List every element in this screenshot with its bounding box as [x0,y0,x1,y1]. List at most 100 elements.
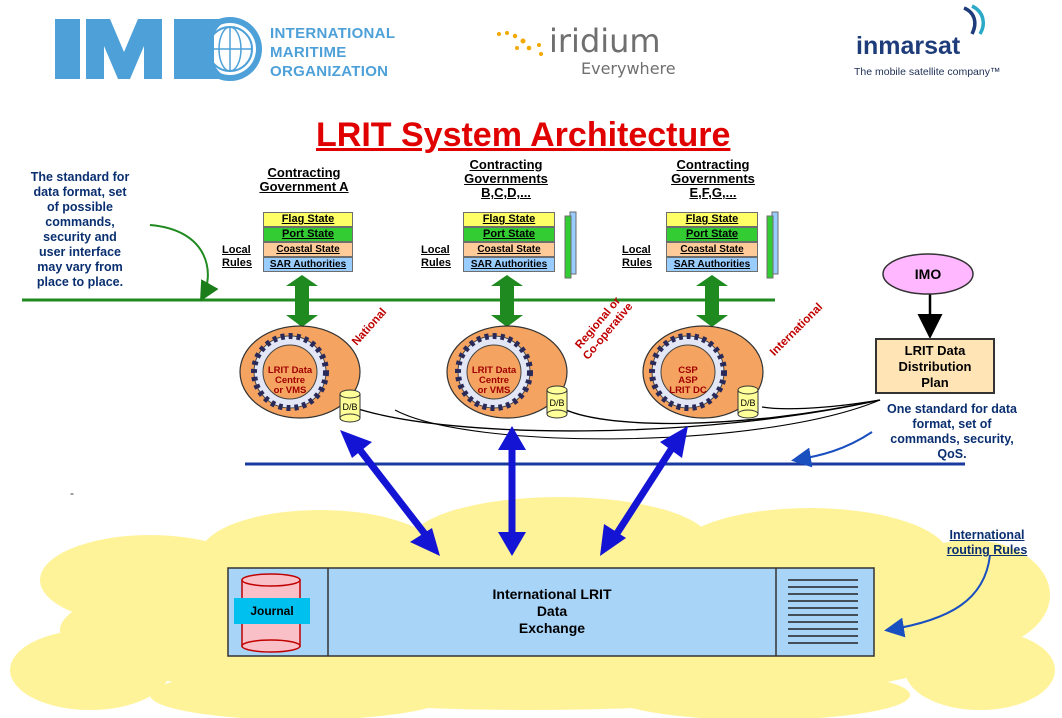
inmarsat-logo: inmarsat The mobile satellite company™ [852,4,1032,84]
heading-line: Government A [259,179,349,194]
port-state-box: Port State [263,227,353,242]
flag-state-box: Flag State [263,212,353,227]
plan-line: Distribution [898,359,972,374]
centre-c-text: CSP ASP LRIT DC [660,366,716,396]
left-note-line: may vary from [37,260,123,274]
local-rules-line: Local [222,244,251,256]
inmarsat-swoosh-icon [963,4,986,35]
distribution-plan-box: LRIT Data Distribution Plan [875,338,995,394]
local-rules-line: Local [421,244,450,256]
iridium-dots-icon [497,31,543,56]
left-note-line: security and [43,230,117,244]
heading-line: E,F,G,... [689,185,737,200]
centre-line: LRIT Data [267,365,313,376]
right-note-line: One standard for data [887,402,1017,416]
state-stack-c: Flag State Port State Coastal State SAR … [666,212,758,272]
green-arrows [286,275,728,327]
imo-logo-mark [55,17,262,81]
routing-note-arrow [884,554,991,638]
coastal-state-box: Coastal State [666,242,758,257]
left-note: The standard for data format, set of pos… [18,170,142,290]
journal-label-bg [234,598,310,624]
routing-note: International routing Rules [932,528,1042,558]
local-rules-line: Rules [421,257,451,269]
imo-logo-line-1: INTERNATIONAL [270,25,396,42]
left-note-line: The standard for [30,170,130,184]
sar-authorities-box: SAR Authorities [263,257,353,272]
imo-logo: INTERNATIONAL MARITIME ORGANIZATION [52,14,402,84]
centre-rings [251,333,727,411]
flag-state-box: Flag State [463,212,555,227]
centre-line: Centre [274,375,306,386]
port-state-box: Port State [666,227,758,242]
imo-logo-line-2: MARITIME [270,44,347,61]
diagram-title: LRIT System Architecture [316,116,731,154]
centre-line: or VMS [273,385,307,396]
local-rules-c: Local Rules [622,244,652,270]
right-note: One standard for data format, set of com… [862,402,1042,462]
plan-line: LRIT Data [904,343,966,358]
centre-b-text: LRIT Data Centre or VMS [466,366,522,396]
left-note-line: user interface [39,245,121,259]
heading-line: B,C,D,... [481,185,531,200]
diagram-graphics [10,211,1055,718]
imo-label: IMO [914,266,942,282]
local-rules-line: Local [622,244,651,256]
centre-line: or VMS [477,385,511,396]
iridium-tagline: Everywhere [581,59,676,78]
right-note-arrow [791,431,873,468]
imo-oval [882,253,974,295]
imo-logo-line-3: ORGANIZATION [270,63,389,80]
state-stack-b: Flag State Port State Coastal State SAR … [463,212,555,272]
left-note-line: place to place. [36,275,124,289]
centre-line: CSP [678,365,698,376]
routing-note-line: International [949,528,1025,542]
lrit-diagram: LRIT System Architecture The standard fo… [0,110,1062,718]
iridium-logo: iridium Everywhere [495,22,695,82]
routing-note-line: routing Rules [946,543,1028,557]
stack-shadows [564,211,779,279]
inmarsat-tagline: The mobile satellite company™ [854,66,1001,78]
centre-a-text: LRIT Data Centre or VMS [262,366,318,396]
coastal-state-box: Coastal State [263,242,353,257]
inmarsat-name: inmarsat [856,32,961,60]
left-note-line: commands, [45,215,115,229]
heading-line: Contracting [469,157,543,172]
exchange-container [227,567,875,657]
centre-line: LRIT DC [669,385,707,396]
heading-line: Governments [671,171,755,186]
iridium-name: iridium [549,22,661,60]
stray-dash: - [70,486,74,500]
local-rules-a: Local Rules [222,244,252,270]
state-stack-a: Flag State Port State Coastal State SAR … [263,212,353,272]
centre-line: Centre [478,375,510,386]
heading-line: Governments [464,171,548,186]
local-rules-line: Rules [622,257,652,269]
exchange-label: International LRIT Data Exchange [440,586,664,637]
db-label-b: D/B [549,398,565,408]
db-label-c: D/B [740,398,756,408]
left-note-arrow [149,224,219,302]
local-rules-b: Local Rules [421,244,451,270]
sar-authorities-box: SAR Authorities [463,257,555,272]
port-state-box: Port State [463,227,555,242]
government-e-heading: Contracting Governments E,F,G,... [651,158,775,200]
db-label-a: D/B [342,402,358,412]
government-a-heading: Contracting Government A [242,166,366,194]
government-b-heading: Contracting Governments B,C,D,... [444,158,568,200]
left-note-line: of possible [47,200,113,214]
db-cylinders [339,385,759,423]
local-rules-line: Rules [222,257,252,269]
blue-arrows [340,426,688,556]
plan-line: Plan [921,375,949,390]
right-note-line: commands, security, [890,432,1014,446]
centre-line: ASP [678,375,698,386]
exchange-line: Exchange [518,620,586,636]
journal-label: Journal [250,604,294,618]
right-note-line: QoS. [937,447,967,461]
routing-table-icon [788,579,858,644]
right-note-line: format, set of [912,417,992,431]
heading-line: Contracting [267,165,341,180]
heading-line: Contracting [676,157,750,172]
exchange-line: Data [536,603,568,619]
